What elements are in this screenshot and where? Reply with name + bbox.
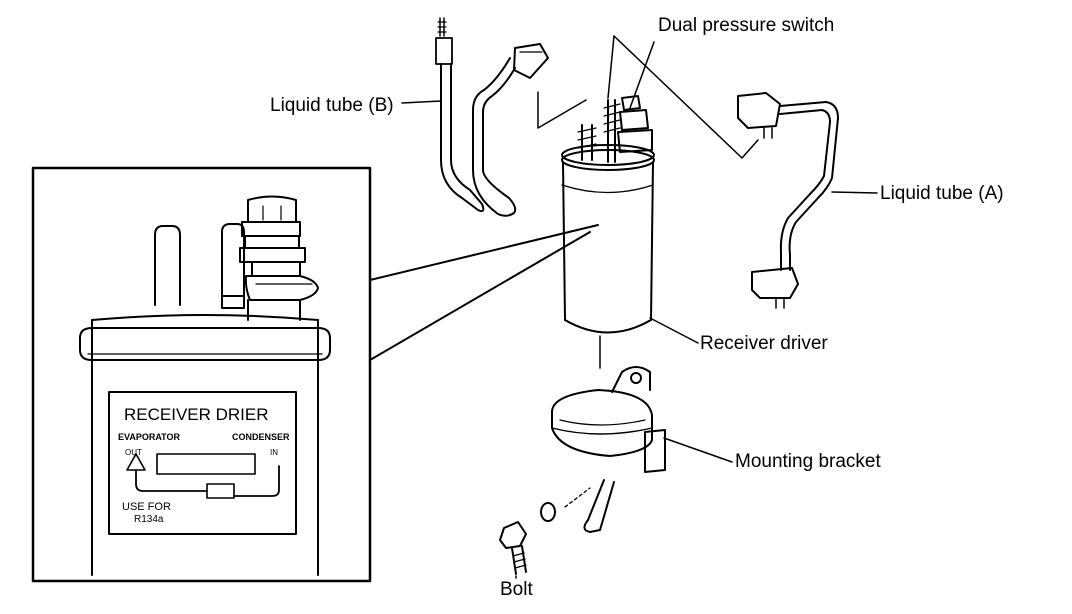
callout-dual-pressure-switch: Dual pressure switch xyxy=(658,15,835,36)
leader-bracket xyxy=(663,437,733,463)
plate-left-label: EVAPORATOR xyxy=(118,432,181,442)
plate-refrigerant: R134a xyxy=(134,514,164,525)
receiver-drier xyxy=(561,95,655,369)
callout-liquid-tube-b: Liquid tube (B) xyxy=(270,95,394,116)
assembly-guide-left xyxy=(537,91,587,129)
inset-plate-text: RECEIVER DRIER EVAPORATOR CONDENSER OUT … xyxy=(118,405,290,525)
callout-bolt: Bolt xyxy=(500,579,533,600)
plate-right-label: CONDENSER xyxy=(232,432,290,442)
inset-drier-body xyxy=(79,314,331,576)
plate-in-label: IN xyxy=(270,448,278,457)
inset-label-plate xyxy=(108,391,297,535)
zoom-line-bottom xyxy=(369,231,591,361)
plate-title: RECEIVER DRIER xyxy=(124,405,269,424)
callout-liquid-tube-a: Liquid tube (A) xyxy=(880,183,1004,204)
washer xyxy=(540,502,556,522)
callout-receiver-driver: Receiver driver xyxy=(700,333,828,354)
zoom-line-top xyxy=(369,224,599,281)
inset-fittings xyxy=(154,195,319,321)
leader-tube-a xyxy=(831,191,878,194)
leader-tube-b xyxy=(401,100,442,104)
leader-dual-switch xyxy=(629,41,655,109)
plate-out-label: OUT xyxy=(125,448,142,457)
mounting-bracket xyxy=(551,366,666,533)
callout-mounting-bracket: Mounting bracket xyxy=(735,451,881,472)
leader-receiver xyxy=(649,317,699,344)
plate-use-for: USE FOR xyxy=(122,501,171,513)
bolt xyxy=(499,521,527,575)
assembly-guide-right xyxy=(613,35,759,159)
liquid-tube-b xyxy=(435,17,549,217)
inset-frame xyxy=(31,166,372,583)
liquid-tube-a xyxy=(737,92,839,309)
